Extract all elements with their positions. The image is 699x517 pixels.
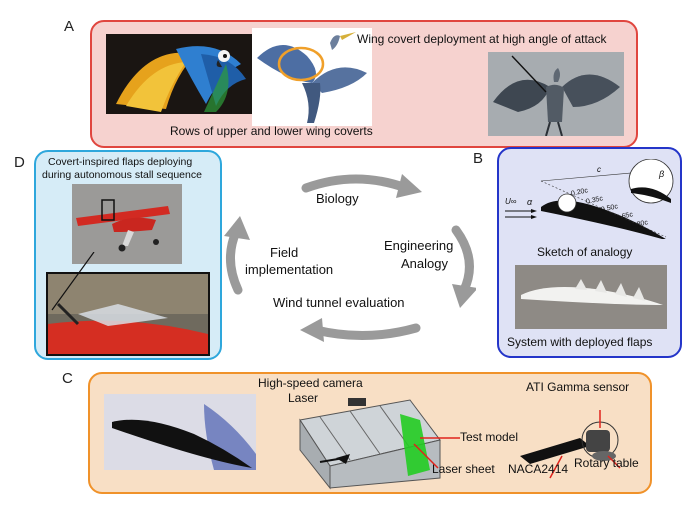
flap-closeup-photo xyxy=(46,272,210,356)
laser-sheet-pointer xyxy=(413,443,439,469)
arrow-field-head xyxy=(224,216,250,240)
label-laser-sheet: Laser sheet xyxy=(432,462,495,476)
piv-flow-illustration xyxy=(104,394,256,470)
label-laser: Laser xyxy=(288,391,319,405)
panel-d-field: Covert-inspired flaps deploying during a… xyxy=(34,150,222,360)
heron-landing-illustration xyxy=(493,55,620,136)
arrow-wind-tunnel xyxy=(311,323,421,341)
macaw-wing-photo xyxy=(106,34,252,114)
panel-letter-d: D xyxy=(14,154,25,171)
cycle-label-biology: Biology xyxy=(316,191,359,206)
label-test-model: Test model xyxy=(460,430,519,444)
aircraft-photo xyxy=(72,184,182,264)
wind-tunnel-diagram xyxy=(290,380,450,490)
cycle-label-engineering-1: Engineering xyxy=(384,238,454,253)
cycle-arrows xyxy=(224,174,476,342)
arrow-wind-tunnel-head xyxy=(300,318,324,342)
deployed-flaps-illustration xyxy=(521,279,663,305)
label-rotary-table: Rotary table xyxy=(574,456,639,470)
panel-letter-b: B xyxy=(473,150,484,167)
chord-label: c xyxy=(597,165,601,174)
alpha-label: α xyxy=(527,197,533,207)
wind-tunnel-illustration xyxy=(299,398,441,490)
cycle-label-field-2: implementation xyxy=(245,262,334,277)
label-high-speed-camera: High-speed camera xyxy=(258,376,363,390)
panel-a-caption-top: Wing covert deployment at high angle of … xyxy=(357,32,607,46)
arrow-engineering xyxy=(451,225,474,295)
heron-landing-photo xyxy=(488,52,624,136)
panel-a-biology: Wing covert deployment at high angle of … xyxy=(90,20,638,148)
zoom-connector-line xyxy=(51,252,95,311)
analogy-sketch: 0.20c 0.35c 0.50c 0.65c 0.80c c α U∞ β xyxy=(501,159,679,239)
panel-letter-c: C xyxy=(62,370,73,387)
macaw-illustration xyxy=(116,46,246,112)
naca-wing-shape xyxy=(520,438,590,464)
cycle-label-field-1: Field xyxy=(270,245,299,260)
arrow-field xyxy=(226,227,243,295)
aircraft-illustration xyxy=(76,199,170,252)
cycle-label-wind-tunnel: Wind tunnel evaluation xyxy=(273,295,405,310)
pointer-line xyxy=(511,55,547,93)
panel-d-caption-line1: Covert-inspired flaps deploying xyxy=(48,156,193,168)
panel-c-wind-tunnel: High-speed camera Laser Test model Laser… xyxy=(88,372,652,494)
piv-flow-field xyxy=(104,394,256,470)
test-model-pointer xyxy=(420,437,460,439)
arrow-engineering-head xyxy=(452,284,476,308)
sensor-assembly xyxy=(520,410,621,479)
panel-b-caption-sketch: Sketch of analogy xyxy=(537,245,633,259)
label-ati-gamma-sensor: ATI Gamma sensor xyxy=(526,380,630,394)
panel-b-caption-system: System with deployed flaps xyxy=(507,335,653,349)
cycle-label-engineering-2: Analogy xyxy=(401,256,448,271)
panel-d-caption-line2: during autonomous stall sequence xyxy=(42,169,202,181)
flap-closeup-illustration xyxy=(48,274,208,354)
zoom-box xyxy=(101,199,115,221)
panel-a-caption-bottom: Rows of upper and lower wing coverts xyxy=(170,124,373,138)
panel-letter-a: A xyxy=(64,18,75,35)
beta-label: β xyxy=(659,169,665,179)
arrow-biology xyxy=(301,174,411,193)
analogy-sketch-svg xyxy=(505,159,674,239)
heron-flying-photo xyxy=(252,28,372,126)
arrow-biology-head xyxy=(396,174,422,198)
covert-highlight-circle xyxy=(277,46,325,82)
heron-flying-illustration xyxy=(257,32,367,123)
label-naca2414: NACA2414 xyxy=(508,462,569,476)
camera-shape xyxy=(348,398,366,406)
freestream-label: U∞ xyxy=(505,197,517,206)
deployed-flaps-photo xyxy=(515,265,667,329)
panel-b-engineering: 0.20c 0.35c 0.50c 0.65c 0.80c c α U∞ β S… xyxy=(497,147,682,358)
